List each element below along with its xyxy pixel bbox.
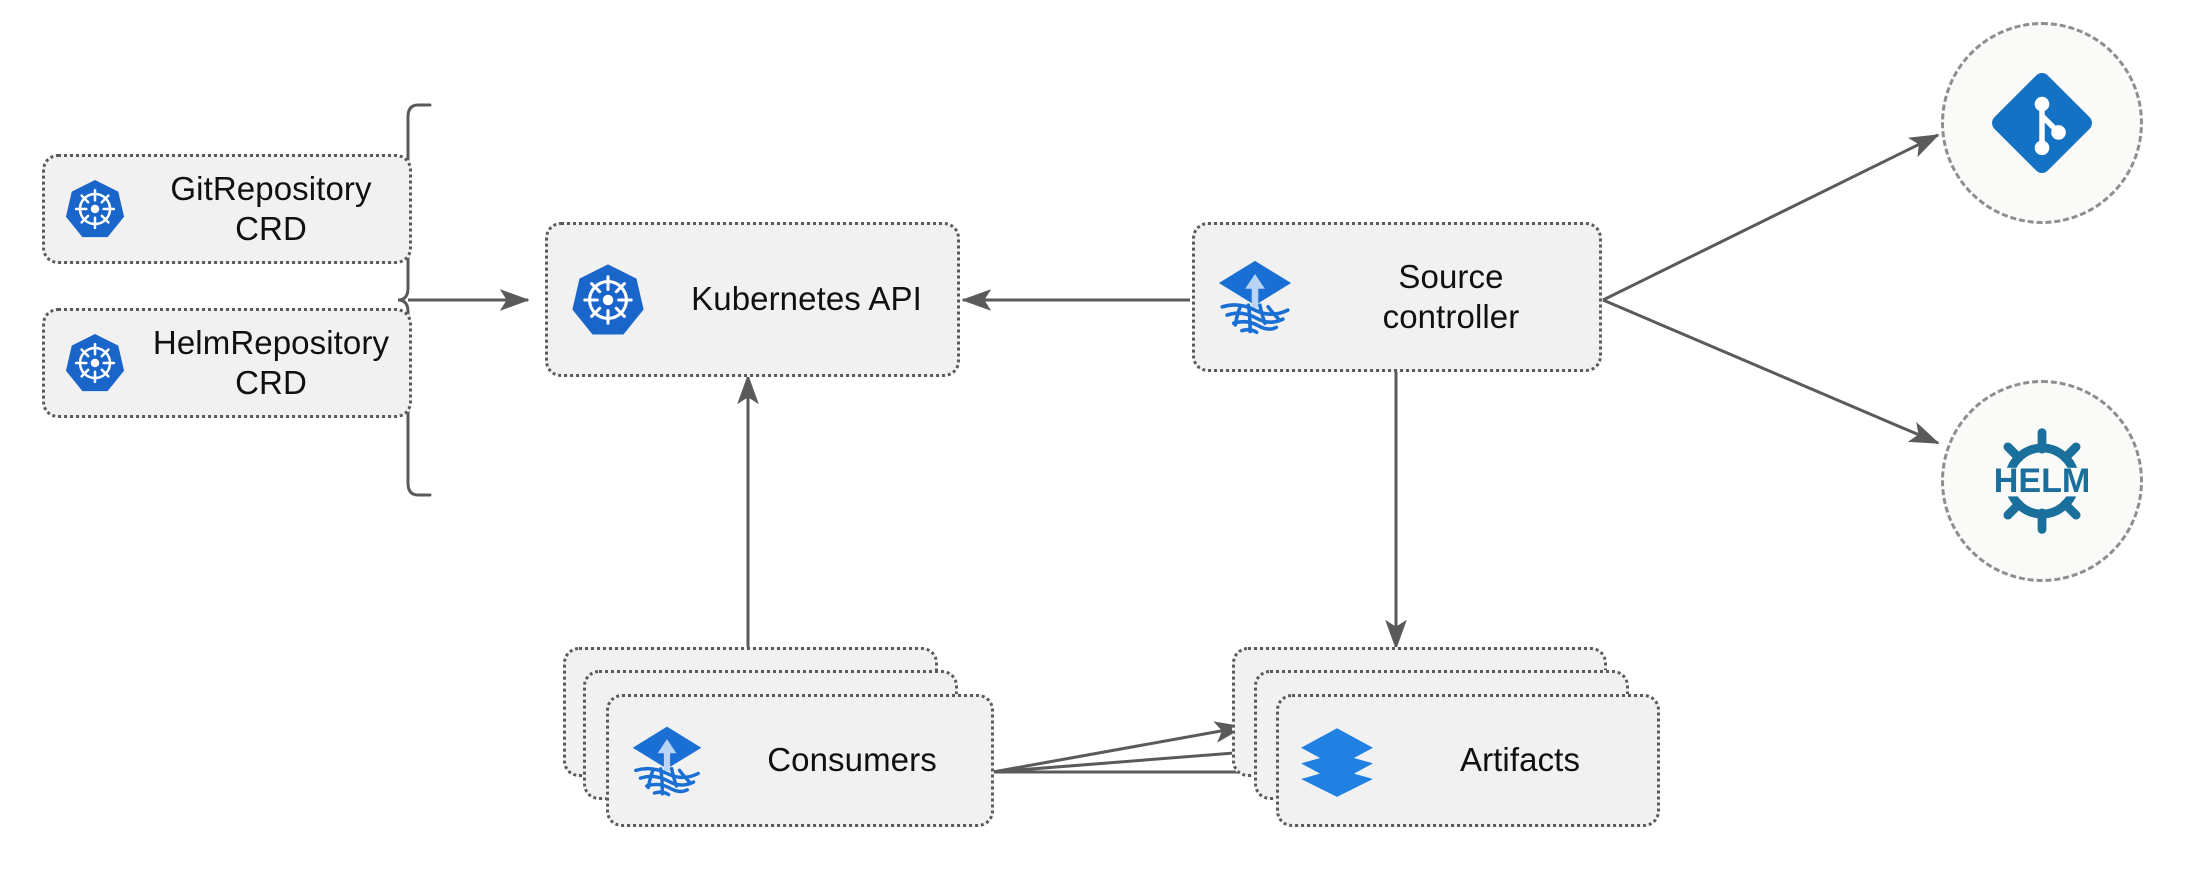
node-label: Kubernetes API <box>691 280 922 318</box>
node-source-controller[interactable]: Source controller <box>1192 222 1602 372</box>
node-label: Source controller <box>1382 257 1520 335</box>
kubernetes-icon <box>45 178 145 240</box>
flux-icon <box>609 722 725 800</box>
node-git-source[interactable] <box>1941 22 2143 224</box>
node-label: GitRepository CRD <box>170 169 372 247</box>
kubernetes-icon <box>548 262 668 338</box>
kubernetes-icon <box>45 332 145 394</box>
flux-icon <box>1195 256 1315 338</box>
node-kubernetes-api[interactable]: Kubernetes API <box>545 222 960 377</box>
edge-consumers-to-artifacts-1 <box>992 721 1245 774</box>
node-artifacts[interactable]: Artifacts <box>1276 694 1660 827</box>
edge-consumers-to-artifacts-2 <box>992 741 1274 774</box>
edge-source-to-git <box>1602 133 1940 302</box>
edge-source-to-helm <box>1602 298 1940 445</box>
node-consumers[interactable]: Consumers <box>606 694 994 827</box>
git-icon <box>1983 64 2101 182</box>
helm-wordmark: HELM <box>1994 462 2091 500</box>
node-git-repository-crd[interactable]: GitRepository CRD <box>42 154 412 264</box>
node-label: Consumers <box>767 741 937 779</box>
node-helm-repository-crd[interactable]: HelmRepository CRD <box>42 308 412 418</box>
helm-icon: HELM <box>1976 415 2108 547</box>
layers-icon <box>1279 722 1395 800</box>
node-label: Artifacts <box>1459 741 1581 779</box>
node-helm-source[interactable]: HELM <box>1941 380 2143 582</box>
node-label: HelmRepository CRD <box>152 323 390 401</box>
